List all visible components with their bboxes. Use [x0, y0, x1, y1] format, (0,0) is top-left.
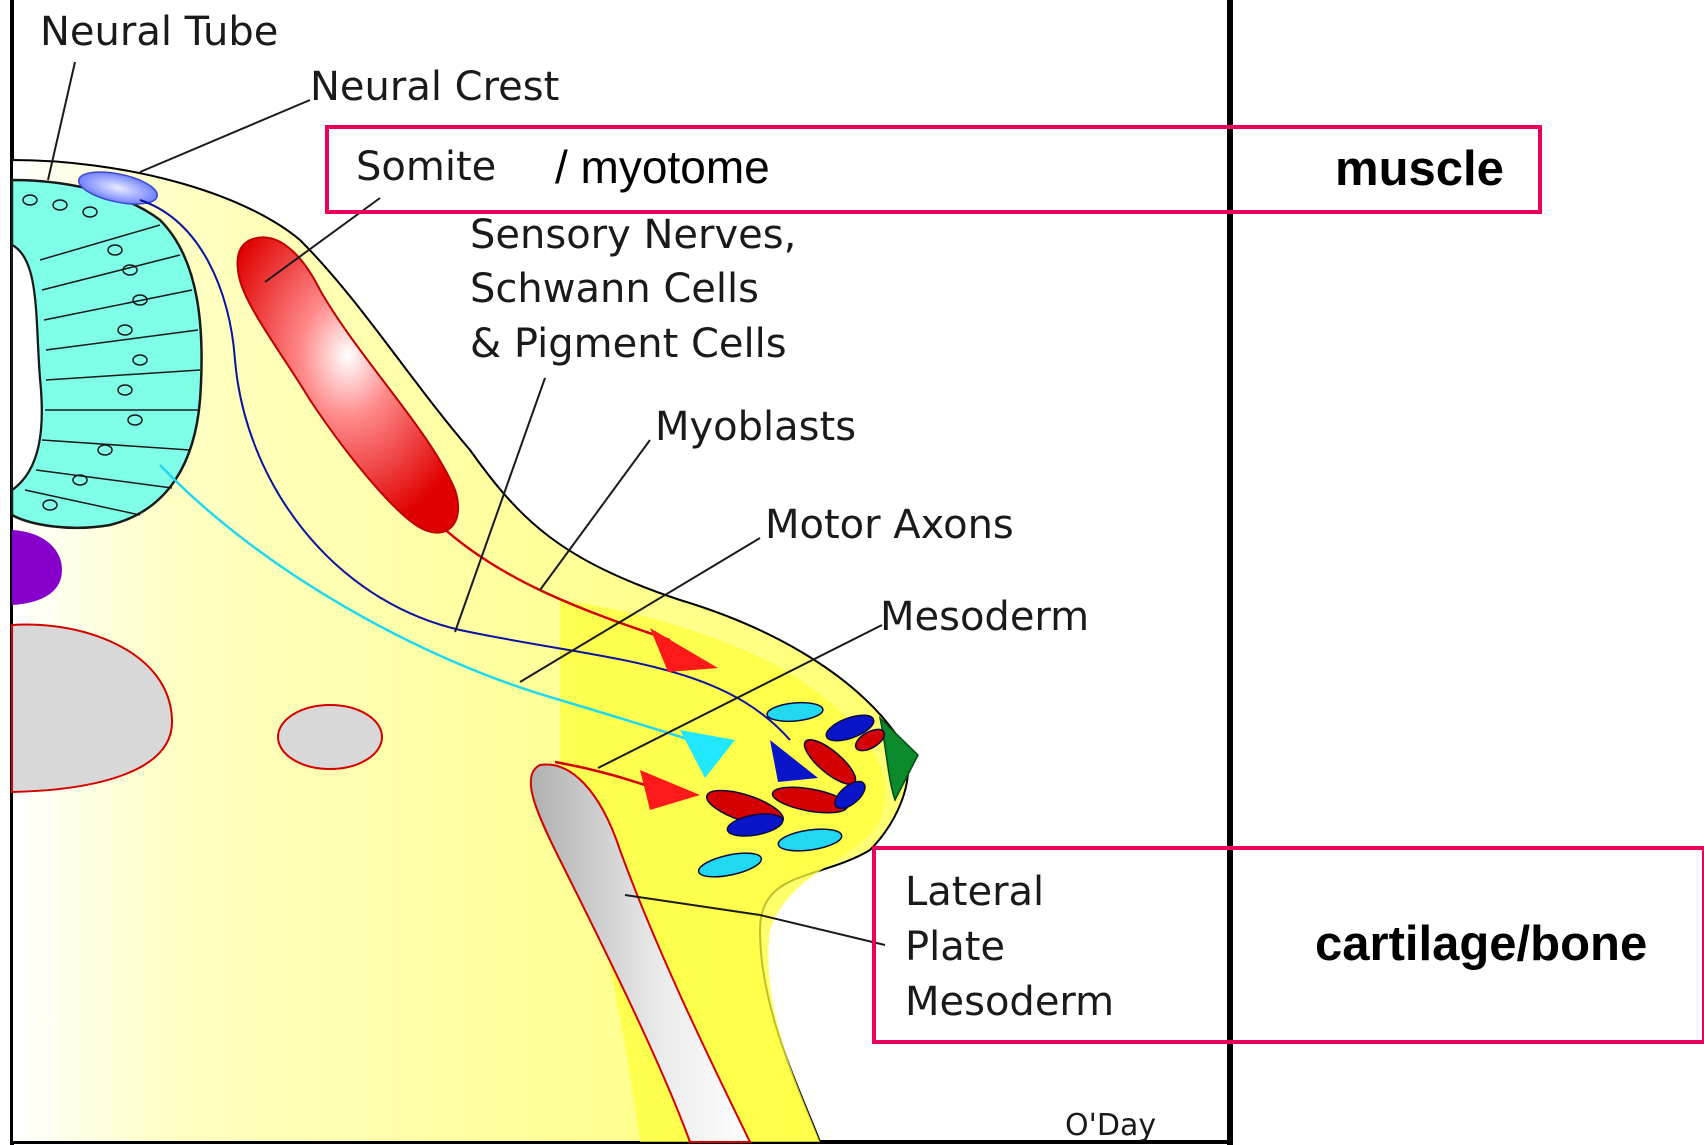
- label-sensory-line1: Sensory Nerves,: [470, 212, 796, 258]
- label-myotome: / myotome: [555, 141, 770, 193]
- label-mesoderm: Mesoderm: [880, 594, 1089, 640]
- label-lateral-line2: Plate: [905, 924, 1005, 970]
- label-myoblasts: Myoblasts: [655, 404, 856, 450]
- label-somite: Somite: [356, 144, 496, 190]
- label-motor-axons: Motor Axons: [765, 502, 1014, 548]
- label-neural-crest: Neural Crest: [310, 64, 559, 110]
- label-sensory-line3: & Pigment Cells: [470, 321, 787, 367]
- label-lateral-line3: Mesoderm: [905, 979, 1114, 1025]
- label-lateral-line1: Lateral: [905, 869, 1044, 915]
- label-author: O'Day: [1065, 1108, 1156, 1143]
- annotation-muscle: muscle: [1335, 142, 1504, 196]
- small-cavity-shape: [278, 705, 382, 769]
- label-neural-tube: Neural Tube: [40, 9, 278, 55]
- label-sensory-line2: Schwann Cells: [470, 266, 759, 312]
- annotation-cartilage-bone: cartilage/bone: [1315, 917, 1647, 971]
